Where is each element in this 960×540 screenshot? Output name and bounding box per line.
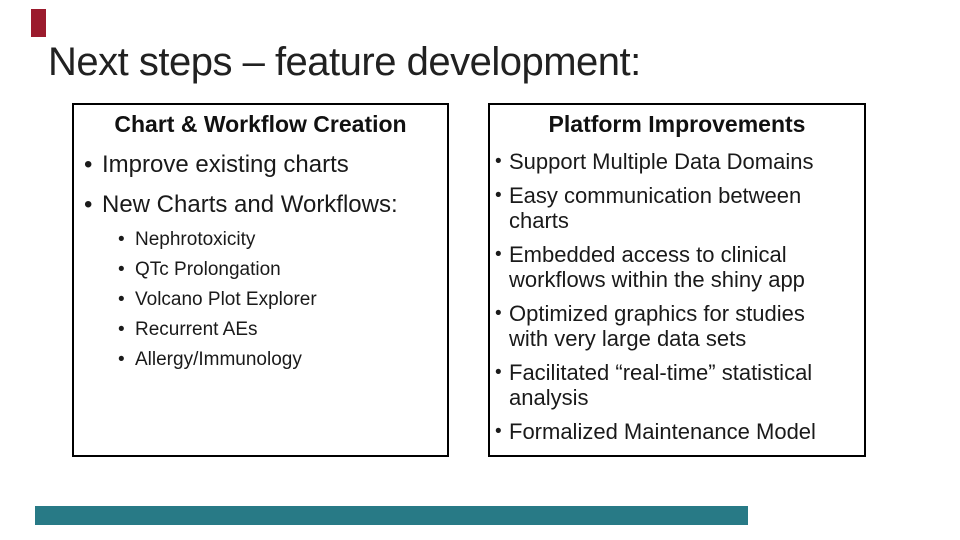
bullet-text: Formalized Maintenance Model <box>509 419 816 444</box>
bullet-icon: • <box>118 259 125 280</box>
sub-bullet-item: • Nephrotoxicity <box>118 225 447 255</box>
bullet-icon: • <box>495 362 502 383</box>
teal-bottom-bar <box>35 506 748 525</box>
bullet-icon: • <box>84 191 93 218</box>
bullet-icon: • <box>118 319 125 340</box>
slide-title: Next steps – feature development: <box>48 40 641 84</box>
sub-bullet-item: • Recurrent AEs <box>118 315 447 345</box>
bullet-icon: • <box>495 303 502 324</box>
bullet-text: Optimized graphics for studies with very… <box>509 301 805 351</box>
sub-bullet-item: • Volcano Plot Explorer <box>118 285 447 315</box>
platform-improvements-bullet-list: • Support Multiple Data Domains • Easy c… <box>490 149 864 444</box>
chart-workflow-sub-bullet-list: • Nephrotoxicity • QTc Prolongation • Vo… <box>74 225 447 375</box>
chart-workflow-box: Chart & Workflow Creation • Improve exis… <box>72 103 449 457</box>
bullet-text: Improve existing charts <box>102 151 349 178</box>
sub-bullet-text: Recurrent AEs <box>135 319 258 340</box>
sub-bullet-text: Volcano Plot Explorer <box>135 289 317 310</box>
bullet-icon: • <box>495 151 502 172</box>
bullet-icon: • <box>118 289 125 310</box>
bullet-icon: • <box>495 185 502 206</box>
sub-bullet-text: Nephrotoxicity <box>135 229 256 250</box>
chart-workflow-bullet-list: • Improve existing charts • New Charts a… <box>74 145 447 225</box>
sub-bullet-text: QTc Prolongation <box>135 259 281 280</box>
platform-improvements-box-header: Platform Improvements <box>548 111 806 137</box>
bullet-item: • New Charts and Workflows: <box>74 185 447 225</box>
sub-bullet-item: • Allergy/Immunology <box>118 345 447 375</box>
platform-improvements-box: Platform Improvements • Support Multiple… <box>488 103 866 457</box>
bullet-item: • Formalized Maintenance Model <box>495 419 842 444</box>
bullet-item: • Optimized graphics for studies with ve… <box>495 301 842 351</box>
bullet-icon: • <box>84 151 93 178</box>
bullet-text: Easy communication between charts <box>509 183 802 233</box>
bullet-text: New Charts and Workflows: <box>102 191 398 218</box>
chart-workflow-box-header: Chart & Workflow Creation <box>114 111 407 137</box>
bullet-icon: • <box>495 421 502 442</box>
bullet-text: Embedded access to clinical workflows wi… <box>509 242 805 292</box>
bullet-text: Facilitated “real-time” statistical anal… <box>509 360 813 410</box>
sub-bullet-text: Allergy/Immunology <box>135 349 302 370</box>
bullet-icon: • <box>118 229 125 250</box>
bullet-item: • Support Multiple Data Domains <box>495 149 842 174</box>
bullet-text: Support Multiple Data Domains <box>509 149 814 174</box>
bullet-icon: • <box>118 349 125 370</box>
bullet-item: • Easy communication between charts <box>495 183 842 233</box>
sub-bullet-item: • QTc Prolongation <box>118 255 447 285</box>
bullet-item: • Facilitated “real-time” statistical an… <box>495 360 842 410</box>
bullet-icon: • <box>495 244 502 265</box>
bullet-item: • Embedded access to clinical workflows … <box>495 242 842 292</box>
red-accent-mark <box>31 9 46 37</box>
bullet-item: • Improve existing charts <box>74 145 447 185</box>
